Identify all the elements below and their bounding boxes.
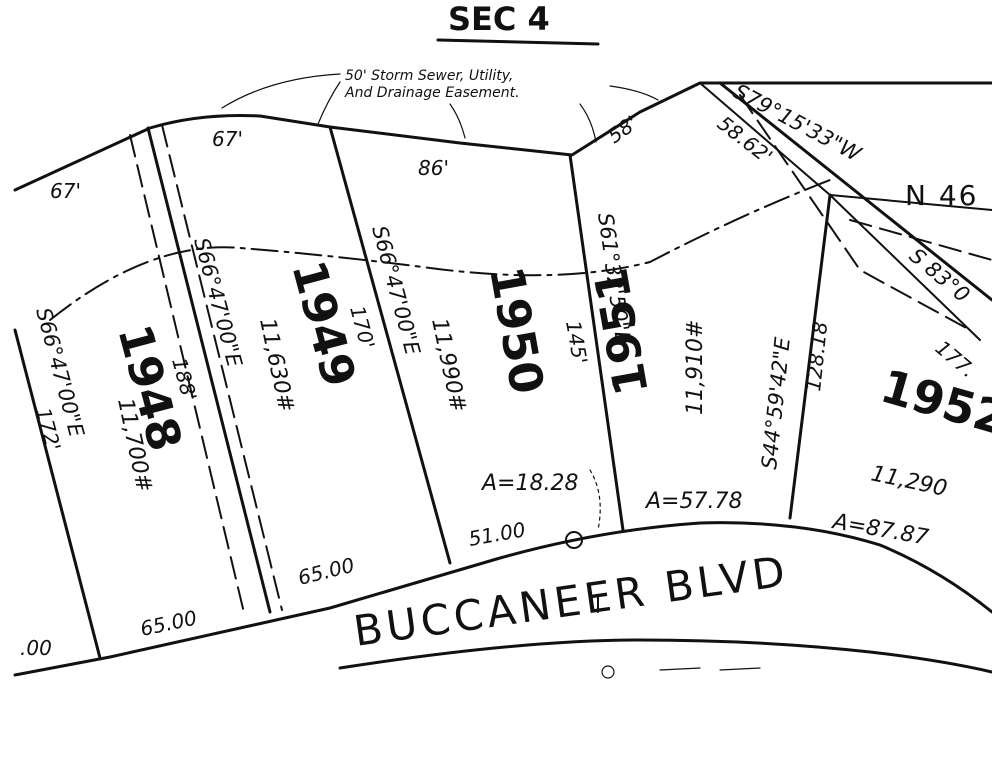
section-title: SEC 4 xyxy=(448,0,550,38)
dim-145: 145' xyxy=(561,319,592,366)
frontage-00: .00 xyxy=(20,636,52,660)
boundary-line-east-2 xyxy=(829,194,981,341)
bearing-right: S 83°0 xyxy=(905,243,975,307)
easement-note-line1: 50' Storm Sewer, Utility, xyxy=(345,68,513,84)
street-line-north xyxy=(13,521,992,677)
easement-leaders xyxy=(221,73,659,143)
easement-note-line2: And Drainage Easement. xyxy=(344,85,520,101)
side-line-1949-1950 xyxy=(328,125,452,565)
lot-area-1949: 11,630# xyxy=(254,316,298,415)
rear-easement-dashed xyxy=(739,94,971,331)
title-underline xyxy=(436,38,600,46)
frontage-51: 51.00 xyxy=(467,517,528,551)
dim-67-left: 67' xyxy=(50,179,81,203)
boundary-line-east-dashed xyxy=(849,219,992,261)
arc-57-78: A=57.78 xyxy=(644,489,742,514)
lot-area-1951: 11,910# xyxy=(683,320,708,415)
curve-point-marker xyxy=(565,531,583,549)
easement-boundary-curve xyxy=(49,179,831,321)
easement-line-dashed-1 xyxy=(129,134,246,618)
side-line-1948-left xyxy=(13,328,102,660)
bottom-marks xyxy=(601,665,761,679)
arc-18-28: A=18.28 xyxy=(480,471,578,496)
dim-67-mid: 67' xyxy=(212,127,243,151)
frontage-65-left: 65.00 xyxy=(138,606,199,641)
bearing-north: N 46 xyxy=(905,179,978,212)
boundary-line-east xyxy=(718,81,992,302)
lot-number-1950: 1950 xyxy=(479,263,554,398)
lot-number-1952: 1952 xyxy=(875,359,992,446)
frontage-65-right: 65.00 xyxy=(295,553,356,590)
dim-58: 58' xyxy=(603,111,642,148)
lot-area-1952: 11,290 xyxy=(869,461,949,501)
street-line-south xyxy=(338,638,992,674)
lot-area-1950: 11,990# xyxy=(426,316,470,415)
side-line-1948-1949 xyxy=(146,126,272,614)
dim-86: 86' xyxy=(418,156,449,180)
side-line-1951-1952 xyxy=(788,193,832,520)
arc-leader xyxy=(589,469,601,531)
bearing-1952-left: S44°59'42"E xyxy=(757,335,795,470)
dim-128-18: 128.18 xyxy=(801,320,832,392)
easement-line-dashed-2 xyxy=(161,124,283,611)
street-name: BUCCANEER BLVD xyxy=(351,546,792,656)
side-line-1950-1951 xyxy=(568,153,625,532)
